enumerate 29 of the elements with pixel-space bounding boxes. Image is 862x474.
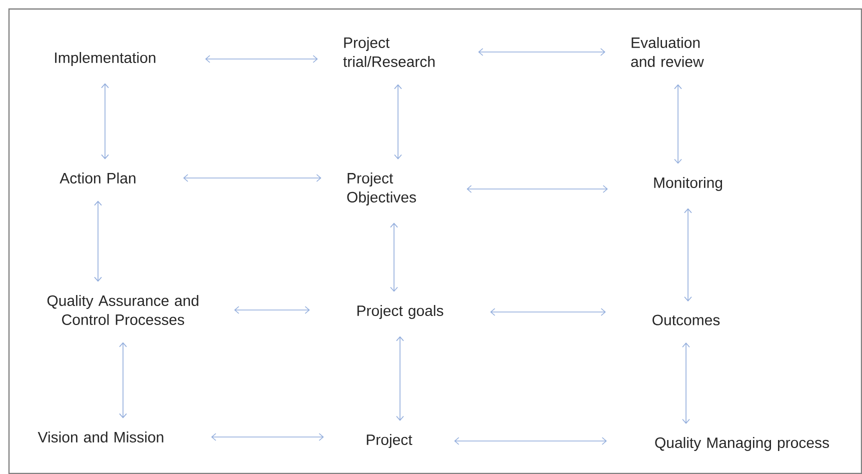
node-label: Quality Managing process [655, 437, 829, 451]
arrow [94, 200, 102, 282]
arrow [490, 308, 606, 316]
arrow [466, 185, 608, 193]
arrow [101, 83, 109, 160]
node-label: Vision and Mission [38, 432, 164, 442]
node-label: Project Objectives [347, 172, 416, 206]
node-label: Project goals [357, 305, 444, 319]
arrow [682, 342, 690, 424]
arrow [390, 222, 398, 292]
node-label: Outcomes [652, 314, 720, 326]
arrow [205, 55, 318, 63]
arrow [454, 437, 607, 445]
node-label: Quality Assurance and Control Processes [47, 295, 198, 325]
arrow [674, 84, 682, 164]
arrow [234, 306, 310, 314]
arrow [211, 433, 324, 441]
node-label: Project [366, 434, 412, 448]
arrow [394, 84, 402, 160]
arrow [478, 48, 606, 56]
node-label: Implementation [55, 52, 156, 66]
node-label: Project trial/Research [343, 37, 435, 67]
arrow [684, 208, 692, 302]
node-label: Action Plan [60, 172, 136, 184]
arrow [119, 342, 127, 418]
node-label: Monitoring [654, 177, 722, 191]
arrow [396, 336, 404, 421]
node-label: Evaluation and review [631, 37, 704, 67]
arrow [183, 174, 322, 182]
